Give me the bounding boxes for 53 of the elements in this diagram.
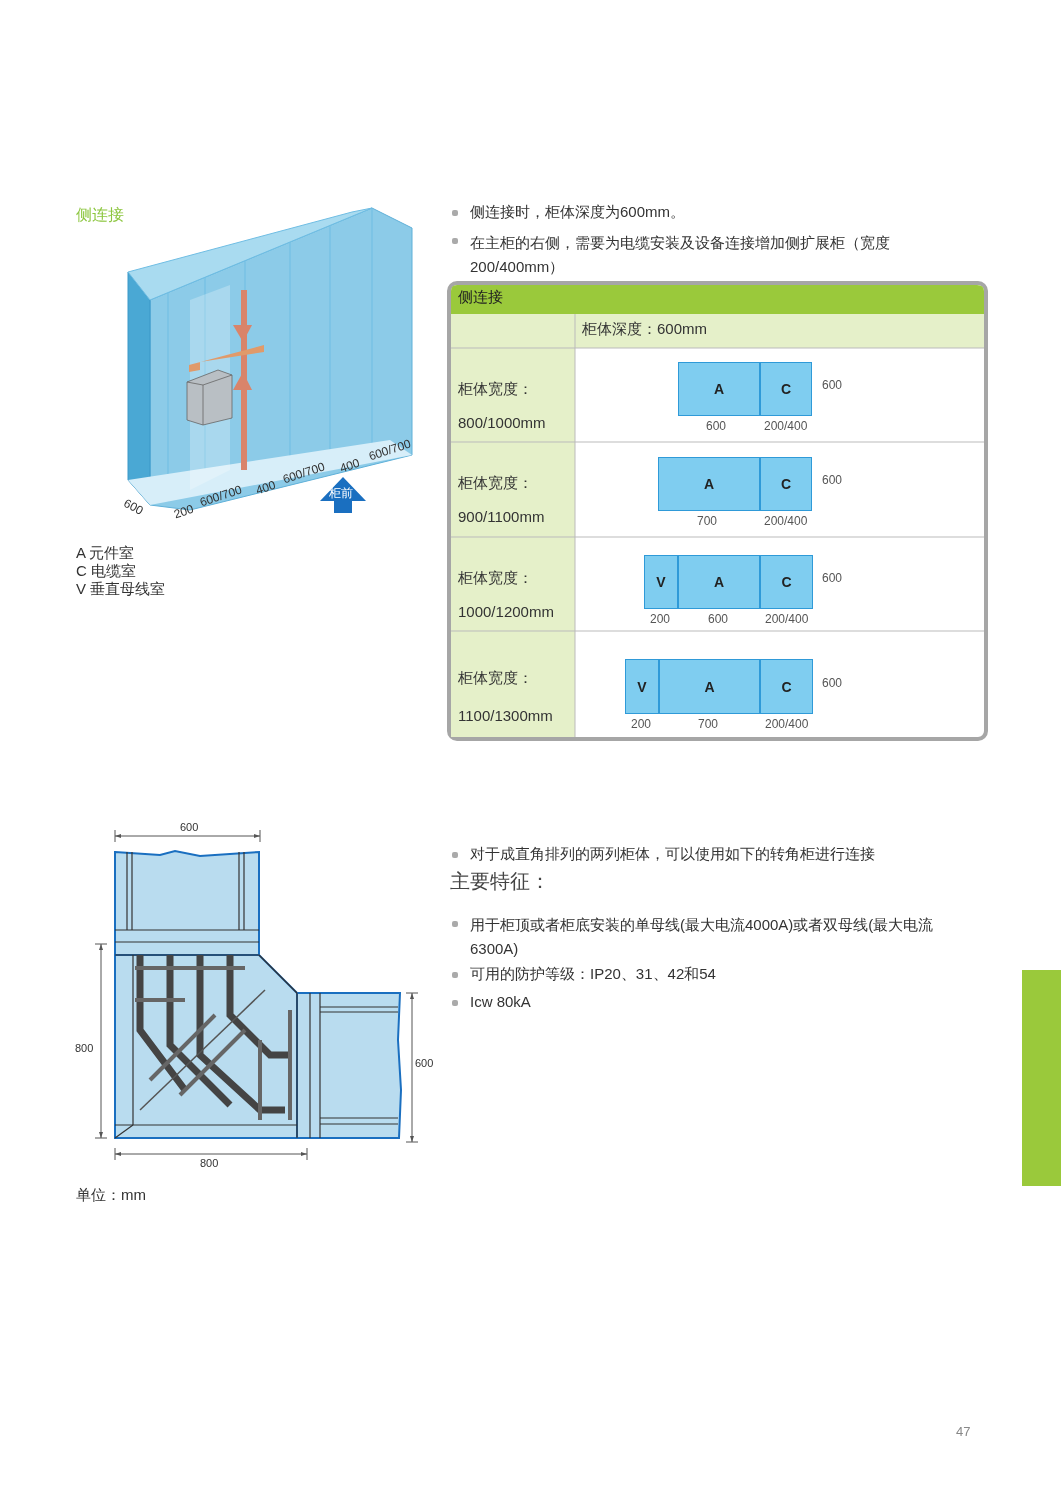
compartment-box: C xyxy=(760,659,813,714)
dimension-label: 200 xyxy=(650,612,671,627)
page-number: 47 xyxy=(956,1424,971,1440)
bullet-text: 可用的防护等级：IP20、31、42和54 xyxy=(470,965,716,983)
row-header: 柜体宽度：800/1000mm xyxy=(458,379,547,433)
bullet-text: 对于成直角排列的两列柜体，可以使用如下的转角柜进行连接 xyxy=(470,845,875,863)
figure-title: 侧连接 xyxy=(76,205,124,225)
row-header: 柜体宽度：900/1100mm xyxy=(458,473,546,527)
dimension-label: 200/400 xyxy=(764,514,808,529)
row-header: 柜体宽度：1100/1300mm xyxy=(458,668,554,726)
bullet-text: 在主柜的右侧，需要为电缆安装及设备连接增加侧扩展柜（宽度200/400mm） xyxy=(470,233,891,277)
compartment-box: C xyxy=(760,555,813,609)
bullet-text: Icw 80kA xyxy=(470,993,531,1011)
key-entry: V 垂直母线室 xyxy=(76,580,166,598)
table-header: 侧连接 xyxy=(458,288,503,306)
side-bar xyxy=(1022,970,1061,1186)
row-header: 柜体宽度：1000/1200mm xyxy=(458,568,555,622)
bullet-text: 用于柜顶或者柜底安装的单母线(最大电流4000A)或者双母线(最大电流6300A) xyxy=(470,915,935,959)
key-entry: C 电缆室 xyxy=(76,562,136,580)
dimension-label: 700 xyxy=(698,717,719,732)
dimension-label: 400 xyxy=(338,455,362,476)
dimension-label: 200/400 xyxy=(765,612,809,627)
dimension-label: 200/400 xyxy=(765,717,809,732)
unit-note: 单位：mm xyxy=(76,1186,146,1204)
compartment-box: A xyxy=(659,659,760,714)
dimension-label: 600 xyxy=(180,821,199,835)
compartment-box: C xyxy=(760,362,812,416)
dimension-label: 200 xyxy=(631,717,652,732)
section-heading: 主要特征： xyxy=(450,869,550,893)
dimension-label: 600 xyxy=(415,1057,434,1071)
arrow-label: 柜前 xyxy=(329,486,353,501)
dimension-label: 200/400 xyxy=(764,419,808,434)
column-header: 柜体深度：600mm xyxy=(582,320,708,338)
compartment-box: A xyxy=(678,555,760,609)
dimension-label: 800 xyxy=(75,1042,94,1056)
key-entry: A 元件室 xyxy=(76,544,135,562)
dimension-label: 800 xyxy=(200,1157,219,1171)
compartment-box: V xyxy=(625,659,659,714)
compartment-box: A xyxy=(678,362,760,416)
compartment-box: A xyxy=(658,457,760,511)
dimension-label: 600 xyxy=(822,473,843,488)
dimension-label: 700 xyxy=(697,514,718,529)
dimension-label: 200 xyxy=(172,501,196,522)
dimension-label: 600 xyxy=(822,676,843,691)
dimension-label: 600 xyxy=(121,496,146,519)
bullet-text: 侧连接时，柜体深度为600mm。 xyxy=(470,203,686,221)
compartment-box: C xyxy=(760,457,812,511)
compartment-box: V xyxy=(644,555,678,609)
dimension-label: 600 xyxy=(822,571,843,586)
dimension-label: 600 xyxy=(708,612,729,627)
dimension-label: 600 xyxy=(822,378,843,393)
dimension-label: 600 xyxy=(706,419,727,434)
dimension-label: 400 xyxy=(254,477,278,498)
